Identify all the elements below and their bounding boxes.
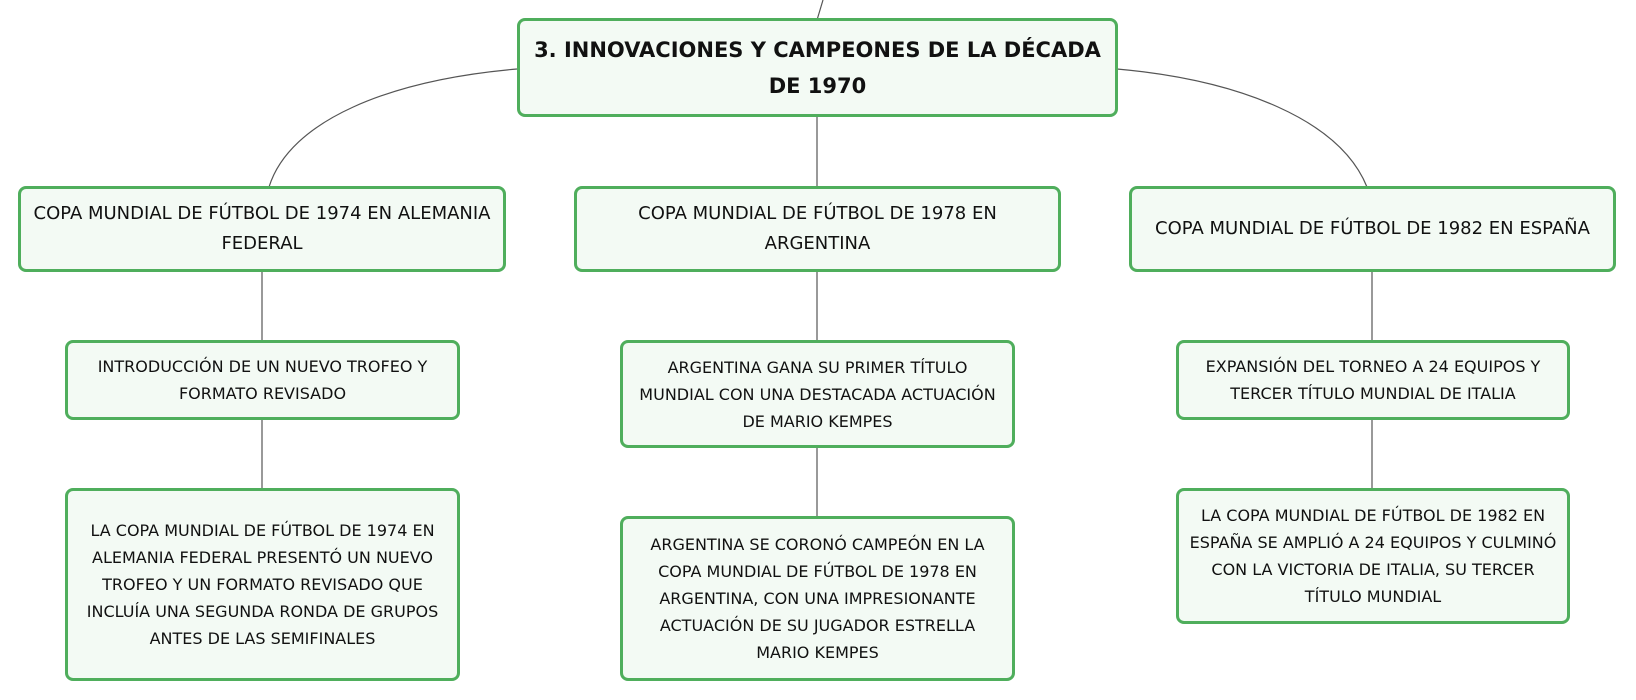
- connector-root-to-branch-1974: [268, 68, 518, 188]
- branch-1982-summary-node[interactable]: EXPANSIÓN DEL TORNEO A 24 EQUIPOS Y TERC…: [1176, 340, 1570, 420]
- branch-1978-detail-node[interactable]: ARGENTINA SE CORONÓ CAMPEÓN EN LA COPA M…: [620, 516, 1015, 681]
- branch-1974-detail-label: LA COPA MUNDIAL DE FÚTBOL DE 1974 EN ALE…: [86, 521, 439, 648]
- branch-1982-detail-label: LA COPA MUNDIAL DE FÚTBOL DE 1982 EN ESP…: [1189, 506, 1557, 606]
- branch-1974-title-node[interactable]: COPA MUNDIAL DE FÚTBOL DE 1974 EN ALEMAN…: [18, 186, 506, 272]
- branch-1978-detail-label: ARGENTINA SE CORONÓ CAMPEÓN EN LA COPA M…: [650, 535, 985, 662]
- branch-1978-summary-label: ARGENTINA GANA SU PRIMER TÍTULO MUNDIAL …: [639, 357, 996, 431]
- branch-1974-title-label: COPA MUNDIAL DE FÚTBOL DE 1974 EN ALEMAN…: [33, 203, 491, 254]
- branch-1978-title-label: COPA MUNDIAL DE FÚTBOL DE 1978 EN ARGENT…: [638, 203, 997, 254]
- branch-1974-detail-node[interactable]: LA COPA MUNDIAL DE FÚTBOL DE 1974 EN ALE…: [65, 488, 460, 681]
- branch-1982-title-label: COPA MUNDIAL DE FÚTBOL DE 1982 EN ESPAÑA: [1155, 218, 1590, 239]
- branch-1978-title-node[interactable]: COPA MUNDIAL DE FÚTBOL DE 1978 EN ARGENT…: [574, 186, 1061, 272]
- branch-1982-title-node[interactable]: COPA MUNDIAL DE FÚTBOL DE 1982 EN ESPAÑA: [1129, 186, 1616, 272]
- branch-1982-detail-node[interactable]: LA COPA MUNDIAL DE FÚTBOL DE 1982 EN ESP…: [1176, 488, 1570, 624]
- root-topic-label: 3. INNOVACIONES Y CAMPEONES DE LA DÉCADA…: [534, 37, 1101, 98]
- branch-1978-summary-node[interactable]: ARGENTINA GANA SU PRIMER TÍTULO MUNDIAL …: [620, 340, 1015, 448]
- connector-parent-to-root: [816, 0, 824, 21]
- branch-1974-summary-node[interactable]: INTRODUCCIÓN DE UN NUEVO TROFEO Y FORMAT…: [65, 340, 460, 420]
- root-topic-node[interactable]: 3. INNOVACIONES Y CAMPEONES DE LA DÉCADA…: [517, 18, 1118, 117]
- branch-1974-summary-label: INTRODUCCIÓN DE UN NUEVO TROFEO Y FORMAT…: [97, 357, 428, 403]
- connector-root-to-branch-1982: [1116, 68, 1368, 188]
- branch-1982-summary-label: EXPANSIÓN DEL TORNEO A 24 EQUIPOS Y TERC…: [1205, 357, 1541, 403]
